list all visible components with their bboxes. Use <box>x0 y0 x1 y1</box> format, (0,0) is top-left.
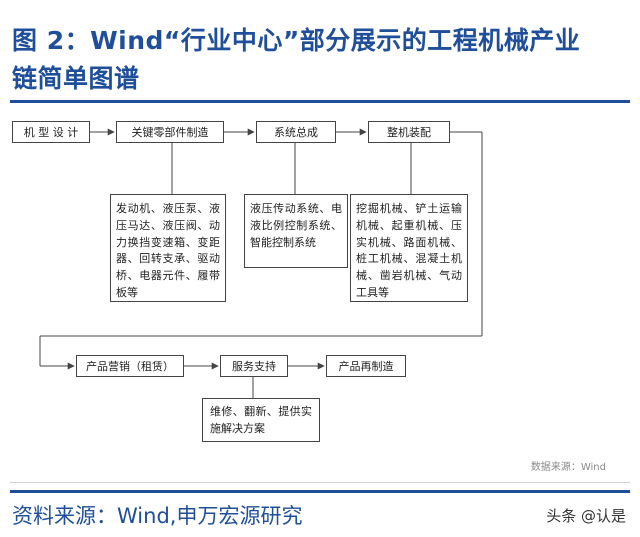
detail-assembly: 挖掘机械、铲土运输机械、起重机械、压实机械、路面机械、桩工机械、混凝土机械、凿岩… <box>350 194 468 302</box>
detail-system-integration: 液压传动系统、电液比例控制系统、智能控制系统 <box>244 194 348 268</box>
node-marketing: 产品营销（租赁） <box>76 355 184 377</box>
footer-divider <box>10 490 630 493</box>
detail-service: 维修、翻新、提供实施解决方案 <box>202 398 320 442</box>
node-key-parts: 关键零部件制造 <box>116 121 224 143</box>
title-line-1: 图 2：Wind“行业中心”部分展示的工程机械产业 <box>12 26 581 55</box>
data-source-note: 数据来源：Wind <box>530 462 606 473</box>
title-line-2: 链简单图谱 <box>12 64 140 93</box>
industry-chain-diagram: 机 型 设 计 关键零部件制造 系统总成 整机装配 发动机、液压泵、液压马达、液… <box>10 108 626 480</box>
detail-key-parts: 发动机、液压泵、液压马达、液压阀、动力换挡变速箱、变距器、回转支承、驱动桥、电器… <box>110 194 226 302</box>
title-divider <box>10 100 630 103</box>
connector-lines <box>39 128 483 398</box>
watermark-text: 头条 @认是 <box>546 507 626 525</box>
panel-bottom-rule <box>10 482 630 483</box>
node-design: 机 型 设 计 <box>12 121 90 143</box>
node-remanufacture: 产品再制造 <box>326 355 406 377</box>
node-system-integration: 系统总成 <box>256 121 336 143</box>
figure-title: 图 2：Wind“行业中心”部分展示的工程机械产业 链简单图谱 <box>12 22 628 98</box>
node-assembly: 整机装配 <box>368 121 450 143</box>
node-service: 服务支持 <box>220 355 288 377</box>
footer-source-text: 资料来源：Wind,申万宏源研究 <box>12 504 303 528</box>
